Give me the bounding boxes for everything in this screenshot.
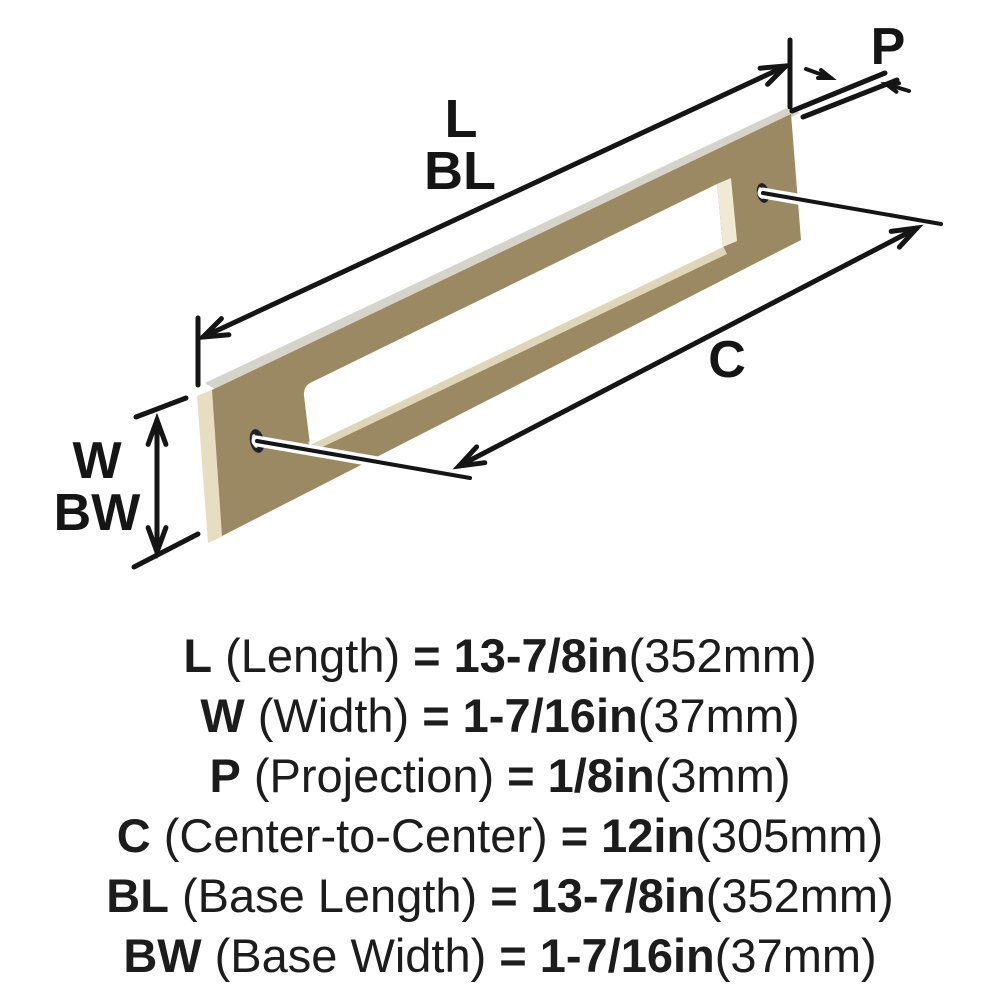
legend-description: (Width)	[257, 689, 410, 742]
dim-label-width: W	[72, 432, 122, 490]
dimension-W	[131, 395, 201, 570]
arrowhead-W-bottom	[145, 525, 169, 560]
legend-row-length: L(Length)=13-7/8in(352mm)	[183, 626, 816, 686]
dimension-legend: L(Length)=13-7/8in(352mm) W(Width)=1-7/1…	[0, 626, 1000, 986]
legend-value-metric: (3mm)	[654, 749, 791, 802]
dim-line-L	[200, 63, 789, 340]
legend-description: (Length)	[225, 629, 401, 682]
leader-line-right	[761, 191, 943, 226]
p-arrow-right	[880, 81, 911, 94]
legend-equals: =	[507, 749, 535, 802]
legend-code: W	[200, 689, 245, 742]
legend-value-metric: (352mm)	[628, 629, 817, 682]
legend-row-base-length: BL(Base Length)=13-7/8in(352mm)	[106, 866, 893, 926]
cutout-right-inner-edge	[717, 178, 737, 247]
legend-value-metric: (37mm)	[637, 689, 800, 742]
legend-value-imperial: 1/8in	[547, 749, 655, 802]
pull-left-edge	[197, 390, 223, 543]
legend-value-imperial: 1-7/16in	[462, 689, 638, 742]
legend-equals: =	[499, 929, 527, 982]
pull-cutout	[303, 184, 723, 445]
dimension-L	[195, 37, 793, 388]
dim-label-center-to-center: C	[708, 331, 746, 389]
pull-handle	[197, 107, 801, 543]
dimension-C	[251, 187, 947, 484]
legend-description: (Base Length)	[181, 869, 478, 922]
arrowhead-C-upper	[888, 224, 924, 250]
legend-description: (Center-to-Center)	[163, 809, 548, 862]
dim-line-C	[456, 225, 920, 469]
legend-description: (Projection)	[253, 749, 495, 802]
legend-value-metric: (305mm)	[695, 809, 884, 862]
dim-label-base-width: BW	[54, 484, 142, 542]
dimension-P	[789, 67, 911, 120]
arrowhead-C-lower	[452, 444, 488, 470]
pull-top-edge-highlight	[205, 107, 800, 390]
legend-row-center-to-center: C(Center-to-Center)=12in(305mm)	[117, 806, 883, 866]
legend-equals: =	[413, 629, 441, 682]
legend-description: (Base Width)	[214, 929, 487, 982]
p-line-front	[789, 70, 888, 114]
legend-equals: =	[422, 689, 450, 742]
arrowhead-L-right	[757, 62, 793, 87]
dim-label-projection: P	[871, 18, 906, 76]
p-line-back	[800, 77, 900, 120]
legend-code: P	[209, 749, 241, 802]
legend-equals: =	[560, 809, 589, 862]
arrowhead-W-top	[145, 412, 169, 447]
legend-value-metric: (352mm)	[705, 869, 894, 922]
arrowhead-L-left	[196, 316, 232, 341]
legend-value-imperial: 12in	[601, 809, 696, 862]
legend-code: BL	[106, 869, 169, 922]
legend-row-projection: P(Projection)=1/8in(3mm)	[210, 746, 791, 806]
legend-code: BW	[123, 929, 202, 982]
cutout-bottom-inner-edge	[308, 246, 727, 452]
legend-code: C	[116, 809, 151, 862]
legend-value-imperial: 13-7/8in	[453, 629, 629, 682]
legend-equals: =	[490, 869, 518, 922]
slash-W-top	[133, 395, 189, 420]
legend-code: L	[183, 629, 213, 682]
p-arrow-left	[804, 67, 837, 80]
legend-value-metric: (37mm)	[714, 929, 877, 982]
dim-label-base-length: BL	[424, 141, 496, 201]
legend-value-imperial: 1-7/16in	[539, 929, 715, 982]
legend-row-width: W(Width)=1-7/16in(37mm)	[200, 686, 799, 746]
dim-label-length: L	[445, 89, 478, 149]
legend-row-base-width: BW(Base Width)=1-7/16in(37mm)	[123, 926, 876, 986]
leader-line-left	[255, 439, 472, 480]
slash-W-bottom	[131, 531, 201, 570]
legend-value-imperial: 13-7/8in	[530, 869, 706, 922]
